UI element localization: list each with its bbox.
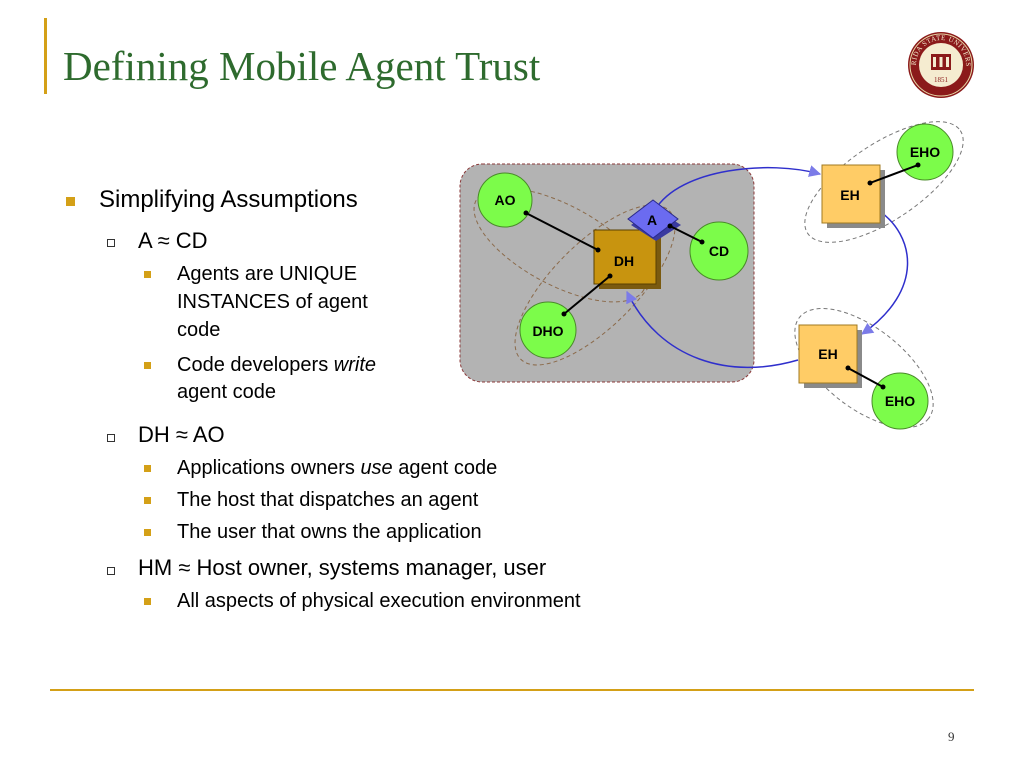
arc-host-to-eh-top: [654, 165, 822, 211]
eh-top-square: [821, 164, 881, 224]
dh-square: [593, 229, 657, 285]
agent-label: A: [647, 212, 657, 228]
applications-emphasis: use: [360, 457, 393, 479]
bullet-simplifying: Simplifying Assumptions: [99, 186, 358, 213]
eho-bottom-label: EHO: [885, 393, 915, 409]
agent-diamond: [627, 199, 679, 239]
bullet-marker: [66, 197, 75, 206]
connector-dot: [845, 365, 851, 371]
slide-title: Defining Mobile Agent Trust: [63, 43, 541, 89]
bullet-marker: [144, 271, 151, 278]
connector-a-cd: [669, 225, 703, 243]
eho-top-label: EHO: [910, 144, 940, 160]
connector-dot: [667, 223, 673, 229]
dh-label: DH: [614, 253, 634, 269]
dh-dho-group: [514, 204, 676, 366]
eh-bottom-shadow: [804, 330, 862, 388]
title-accent-line: [44, 18, 47, 94]
cd-label: CD: [709, 243, 729, 259]
bullet-unique-line2: INSTANCES of agent: [177, 291, 368, 313]
connector-dot: [523, 210, 529, 216]
eh-bottom-square: [798, 324, 858, 384]
developers-emphasis: write: [333, 354, 377, 376]
footer-rule: [50, 689, 974, 691]
bullet-host: The host that dispatches an agent: [177, 489, 479, 511]
dh-shadow: [599, 235, 661, 289]
bullet-unique-line3: code: [177, 319, 221, 341]
arc-eh-top-to-eh-bottom: [861, 209, 909, 335]
bullet-marker: [144, 362, 151, 369]
connector-eh-eho-top: [869, 164, 919, 184]
connector-dho-dh: [563, 275, 611, 315]
eh-eho-top-group: [804, 121, 964, 243]
ao-label: AO: [495, 192, 516, 208]
home-host-box: [459, 163, 755, 383]
dho-label: DHO: [532, 323, 563, 339]
bullet-dh-ao: DH ≈ AO: [138, 422, 225, 447]
applications-text: Applications owners: [177, 457, 355, 479]
ao-circle: [477, 172, 533, 228]
connector-ao-dh: [525, 212, 599, 251]
eh-top-label: EH: [840, 187, 859, 203]
developers-text: Code developers: [177, 354, 329, 376]
bullet-unique-line1: Agents are UNIQUE: [177, 263, 358, 285]
eho-top-circle: [896, 123, 954, 181]
agent-shadow: [631, 209, 681, 241]
bullet-marker: [144, 598, 151, 605]
bullet-hm: HM ≈ Host owner, systems manager, user: [138, 555, 547, 580]
university-seal-logo: FLORIDA STATE UNIVERSITY 1851: [906, 30, 974, 98]
page-number: 9: [948, 729, 955, 744]
ao-dh-group: [473, 187, 647, 303]
eh-top-shadow: [827, 170, 885, 228]
bullet-user: The user that owns the application: [177, 521, 482, 543]
cd-circle: [689, 221, 749, 281]
bullet-marker: [107, 434, 115, 442]
bullet-marker: [144, 529, 151, 536]
connector-dot: [699, 239, 705, 245]
bullet-applications: Applications owners use agent code: [177, 456, 497, 480]
connector-dot: [867, 180, 873, 186]
applications-text-end: agent code: [398, 457, 498, 479]
connector-dot: [915, 162, 921, 168]
eh-eho-bottom-group: [794, 307, 934, 429]
seal-year: 1851: [934, 76, 949, 84]
eh-bottom-label: EH: [818, 346, 837, 362]
bullet-developers-line1: Code developers write: [177, 353, 376, 377]
connector-dot: [607, 273, 613, 279]
bullet-marker: [107, 567, 115, 575]
bullet-marker: [144, 465, 151, 472]
arc-eh-bottom-to-host: [626, 290, 799, 369]
eho-bottom-circle: [871, 372, 929, 430]
connector-dot: [880, 384, 886, 390]
bullet-aspects: All aspects of physical execution enviro…: [177, 590, 581, 612]
connector-eh-eho-bottom: [847, 367, 884, 388]
connector-dot: [595, 247, 601, 253]
bullet-marker: [107, 239, 115, 247]
bullet-a-cd: A ≈ CD: [138, 228, 208, 253]
bullet-developers-line2: agent code: [177, 381, 276, 403]
dho-circle: [519, 301, 577, 359]
bullet-marker: [144, 497, 151, 504]
connector-dot: [561, 311, 567, 317]
